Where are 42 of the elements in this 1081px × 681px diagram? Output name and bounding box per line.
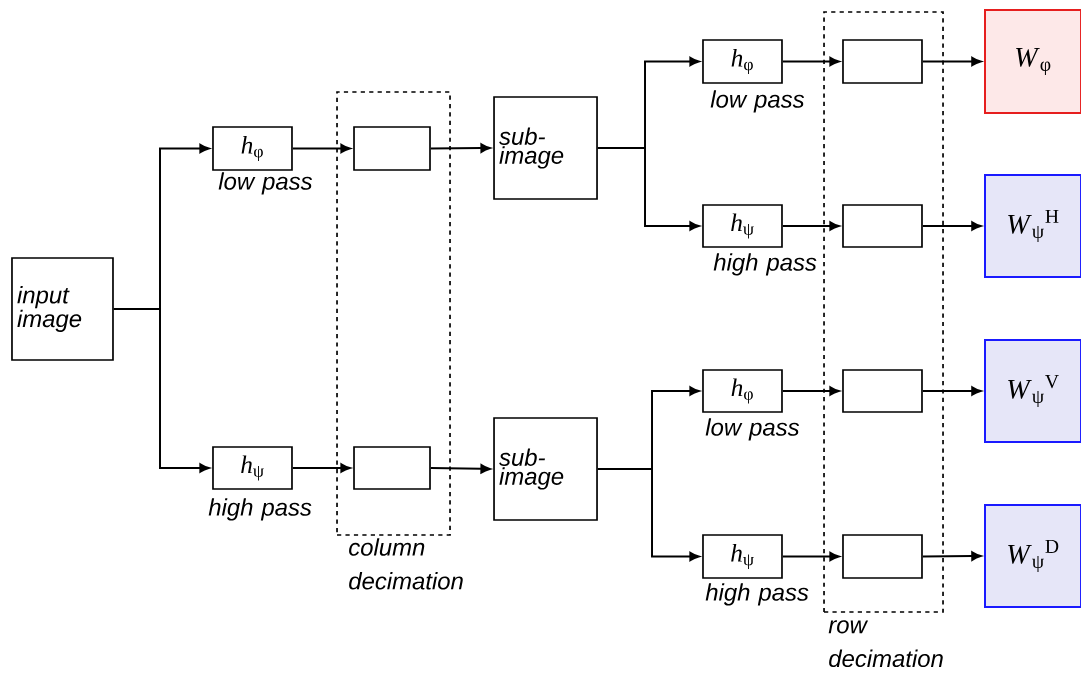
- arrow: [291, 463, 351, 473]
- caption-text: high pass: [705, 583, 809, 606]
- output-box: W$_{ψ}$D: [984, 504, 1081, 608]
- caption-text: column decimation: [349, 538, 463, 590]
- caption-text: high pass: [713, 253, 817, 276]
- caption-text: low pass: [218, 172, 313, 195]
- caption-text: row decimation: [828, 620, 943, 668]
- filter-box: h$_{ψ}$: [212, 446, 293, 490]
- arrow: [429, 464, 491, 474]
- filter-box: h$_{φ}$: [702, 39, 783, 84]
- arrow: [921, 56, 982, 67]
- caption-text: low pass: [705, 418, 800, 441]
- arrow: [921, 386, 982, 396]
- block-box: [842, 369, 923, 413]
- arrow: [781, 221, 840, 231]
- block-box: sub- image: [493, 96, 598, 200]
- arrow: [596, 147, 700, 231]
- output-box: W$_{ψ}$V: [984, 339, 1081, 443]
- arrow: [921, 221, 982, 231]
- block-box: [353, 126, 431, 171]
- arrow: [781, 551, 840, 562]
- arrow: [921, 551, 982, 561]
- arrow: [596, 468, 700, 562]
- caption-text: high pass: [208, 498, 312, 521]
- block-box: input image: [11, 257, 114, 361]
- arrow: [291, 143, 351, 154]
- block-box: [353, 446, 431, 490]
- block-box: [842, 204, 923, 248]
- filter-box: h$_{φ}$: [702, 369, 783, 413]
- arrow: [112, 308, 210, 473]
- filter-box: h$_{ψ}$: [702, 204, 783, 248]
- output-box: W$_{ψ}$H: [984, 174, 1081, 278]
- arrow: [781, 386, 840, 396]
- arrow: [781, 56, 840, 67]
- output-box: W$_{φ}$: [984, 9, 1081, 114]
- block-box: [842, 39, 923, 84]
- block-box: [842, 534, 923, 579]
- filter-box: h$_{ψ}$: [702, 534, 783, 579]
- filter-box: h$_{φ}$: [212, 126, 293, 171]
- caption-text: low pass: [710, 90, 805, 113]
- block-box: sub- image: [493, 417, 598, 521]
- arrow: [429, 143, 491, 153]
